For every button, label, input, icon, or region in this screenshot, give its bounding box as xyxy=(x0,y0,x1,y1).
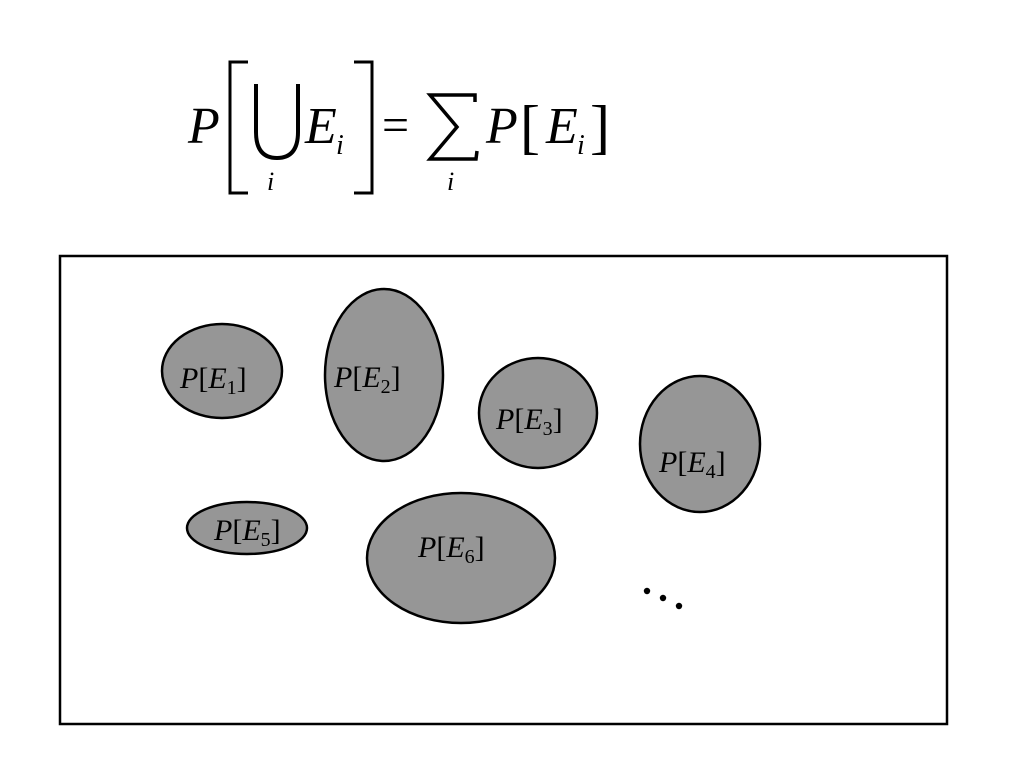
formula-rhs-set: E xyxy=(545,98,578,155)
event-e1: P[E1] xyxy=(160,322,284,420)
additivity-formula: P i E i = i P [ E i ] xyxy=(187,60,610,196)
formula-equals: = xyxy=(382,99,409,152)
formula-union-set: E xyxy=(304,98,337,155)
formula-rhs-prob: P xyxy=(485,98,518,155)
formula-sum-symbol xyxy=(426,93,479,161)
ellipsis-dot-2 xyxy=(659,594,667,602)
event-e2-ellipse xyxy=(323,287,445,463)
event-e5-ellipse xyxy=(185,500,309,556)
event-e3-label: P[E3] xyxy=(495,403,563,440)
event-e4-label: P[E4] xyxy=(658,446,726,483)
event-e5-label: P[E5] xyxy=(213,514,281,551)
event-e1-label: P[E1] xyxy=(179,362,247,399)
formula-rhs-open-bracket: [ xyxy=(520,94,540,160)
formula-union-symbol xyxy=(254,84,300,161)
event-e2: P[E2] xyxy=(323,287,445,463)
event-e3: P[E3] xyxy=(477,356,599,470)
formula-rhs-close-bracket: ] xyxy=(590,94,610,160)
event-e3-ellipse xyxy=(477,356,599,470)
formula-rhs-subscript: i xyxy=(577,130,585,161)
event-e6-label: P[E6] xyxy=(417,531,485,568)
formula-lhs-prob: P xyxy=(187,98,220,155)
ellipsis-dot-1 xyxy=(643,587,651,595)
event-e4-ellipse xyxy=(638,374,762,514)
event-e6-ellipse xyxy=(365,491,557,625)
ellipsis-dots xyxy=(643,587,683,610)
event-e1-ellipse xyxy=(160,322,284,420)
event-e2-label: P[E2] xyxy=(333,361,401,398)
formula-union-subscript: i xyxy=(336,130,344,161)
event-e6: P[E6] xyxy=(365,491,557,625)
event-e5: P[E5] xyxy=(185,500,309,556)
formula-left-bracket xyxy=(228,60,248,195)
sample-space-box xyxy=(58,254,949,726)
formula-sum-index: i xyxy=(447,167,454,196)
ellipsis-dot-3 xyxy=(675,602,683,610)
event-e4: P[E4] xyxy=(638,374,762,514)
formula-right-bracket xyxy=(354,60,374,195)
formula-union-index: i xyxy=(267,167,274,196)
